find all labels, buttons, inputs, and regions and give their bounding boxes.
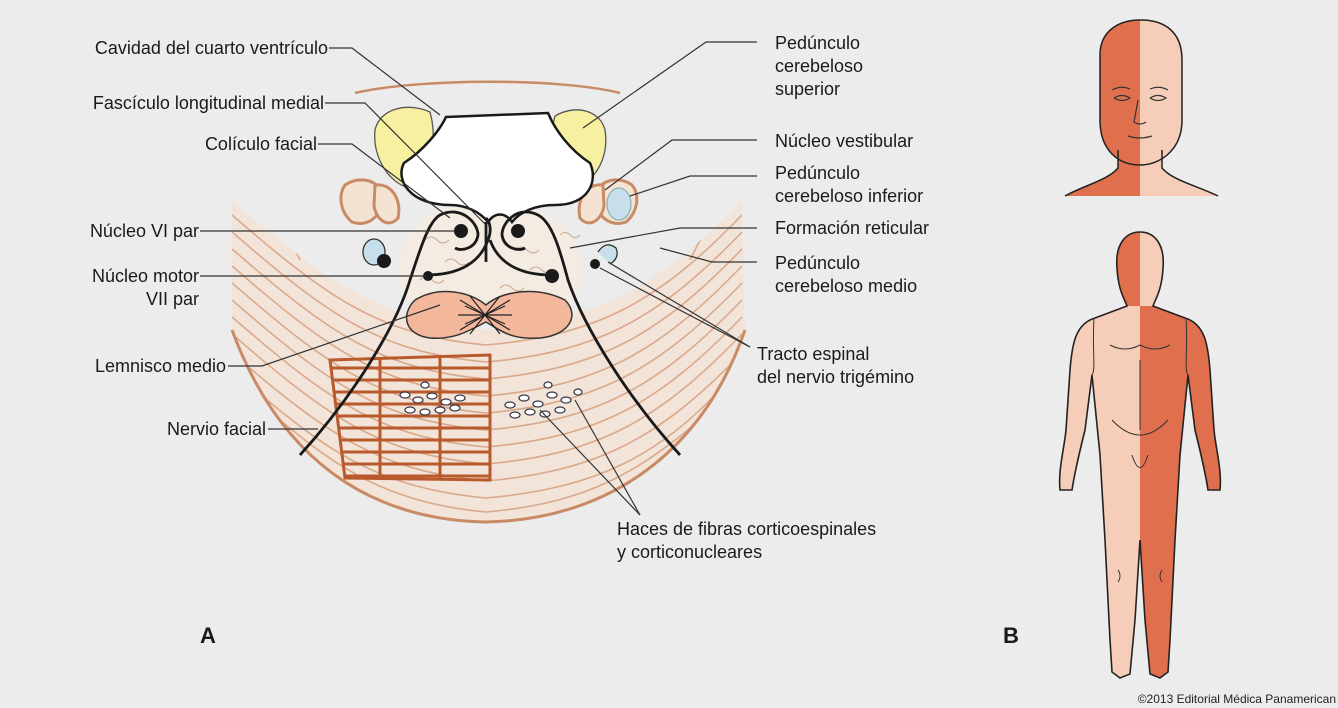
body-right-side-affected bbox=[1140, 306, 1220, 678]
face-figure bbox=[1065, 20, 1218, 196]
copyright-notice: ©2013 Editorial Médica Panamerican bbox=[1138, 692, 1336, 706]
body-figure bbox=[1060, 232, 1221, 678]
face-shape bbox=[1065, 20, 1218, 196]
